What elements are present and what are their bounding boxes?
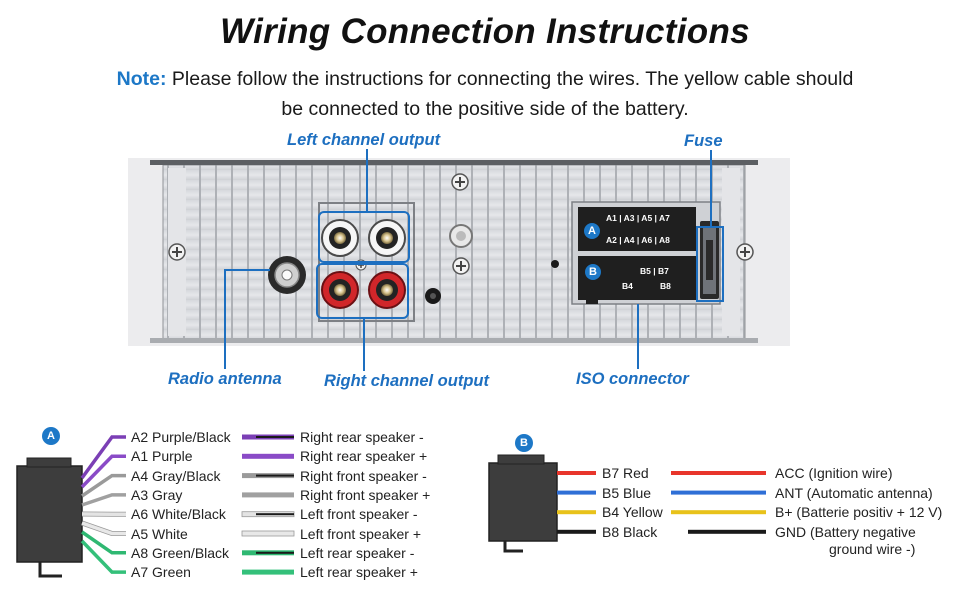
rca-right-red-icon (321, 271, 359, 309)
connector-b-wire-segment (671, 471, 766, 475)
iso-connector (571, 201, 724, 305)
connector-a-function-label: Right rear speaker + (300, 448, 428, 465)
connector-a-wire-segment (242, 453, 294, 459)
connector-a-housing (16, 457, 83, 578)
connector-a-badge-label: A (47, 430, 55, 442)
connector-b-wire-segment (671, 490, 766, 495)
connector-b-badge-label: B (520, 437, 528, 449)
connector-a-function-label: Right rear speaker - (300, 429, 424, 445)
connector-a-wire-stripe (256, 551, 294, 554)
antenna-socket-icon (268, 256, 306, 294)
connector-a-wire (81, 530, 126, 555)
connector-a-wire (81, 473, 126, 498)
connector-a-wire-stripe (256, 474, 294, 477)
connector-b-pin-label: B7 Red (602, 465, 649, 481)
note-label: Note: (116, 68, 167, 90)
connector-a-wire-segment (242, 569, 294, 575)
side-jack-icon (551, 260, 559, 268)
rca-output-block (316, 202, 415, 322)
connector-b-housing (488, 454, 558, 553)
callout-right-channel: Right channel output (324, 372, 489, 390)
connector-a-function-label: Right front speaker + (300, 486, 431, 503)
connector-a-wire-stripe (256, 513, 294, 516)
connector-a-function-label: Left front speaker + (300, 525, 422, 542)
iso-pin-row-4b: B8 (660, 281, 671, 291)
connector-b-wire-segment (688, 529, 766, 534)
iso-pin-row-2: A2 | A4 | A6 | A8 (606, 235, 670, 245)
connector-a-badge (42, 427, 60, 445)
iso-badge-a (584, 223, 600, 239)
connector-a-pin-label: A2 Purple/Black (131, 429, 231, 445)
note-text-line-2: be connected to the positive side of the… (281, 98, 689, 120)
screw-icon (451, 173, 469, 191)
rca-right-red-icon (368, 271, 406, 309)
connector-a-wire-stripe (256, 436, 294, 438)
connector-b-wire (557, 471, 596, 475)
connector-a-function-label: Left front speaker - (300, 506, 418, 523)
screw-icon (452, 257, 470, 275)
callout-left-channel: Left channel output (287, 131, 441, 149)
connector-b-wire (557, 529, 596, 534)
connector-a-wire (80, 454, 126, 489)
iso-pin-row-1: A1 | A3 | A5 | A7 (606, 213, 670, 223)
note-text-line-1: Please follow the instructions for conne… (171, 68, 854, 90)
connector-a-pin-label: A4 Gray/Black (131, 467, 221, 484)
iso-badge-b (585, 264, 601, 280)
instruction-note: Note: Please follow the instructions for… (40, 64, 930, 124)
connector-b-wire (557, 510, 596, 515)
connector-a-function-label: Left rear speaker + (300, 564, 418, 581)
aux-jack-icon (449, 224, 473, 248)
connector-a-pin-label: A7 Green (131, 564, 191, 581)
iso-pin-row-3: B5 | B7 (640, 266, 669, 276)
iso-pin-row-4a: B4 (622, 281, 633, 291)
rca-left-white-icon (321, 219, 359, 257)
connector-b-pin-label: B5 Blue (602, 484, 652, 501)
mic-jack-icon (425, 288, 441, 304)
connector-a-pin-label: A5 White (131, 525, 188, 542)
connector-a-wire (81, 521, 126, 536)
connector-b-function-label-cont: ground wire -) (829, 540, 916, 557)
connector-a-pin-label: A1 Purple (131, 448, 193, 465)
connector-b-function-label: ACC (Ignition wire) (775, 465, 893, 481)
connector-b-function-label: GND (Battery negative (775, 523, 916, 540)
connector-b-wire-segment (671, 510, 766, 515)
connector-a-function-label: Left rear speaker - (300, 544, 415, 561)
connector-a-pin-label: A6 White/Black (131, 506, 226, 523)
connector-b-function-label: B+ (Batterie positiv + 12 V) (775, 504, 943, 521)
connector-b-badge (515, 434, 533, 452)
connector-b-pin-label: B4 Yellow (602, 504, 663, 521)
connector-b-wire (557, 490, 596, 495)
connector-a-function-label: Right front speaker - (300, 467, 427, 484)
connector-b-pin-label: B8 Black (602, 523, 658, 540)
connector-a-wires (80, 434, 295, 575)
callout-radio-antenna: Radio antenna (168, 370, 282, 388)
connector-a-wire-segment (242, 492, 294, 498)
connector-b-function-label: ANT (Automatic antenna) (775, 484, 933, 501)
screw-icon (168, 243, 186, 261)
callout-lines (224, 149, 712, 371)
connector-a-wire (80, 539, 126, 574)
connector-a-wire-segment (241, 530, 295, 537)
page-title: Wiring Connection Instructions (220, 12, 750, 51)
connector-a-pin-label: A3 Gray (131, 486, 183, 503)
iso-badge-a-label: A (588, 225, 596, 237)
callout-fuse: Fuse (684, 132, 723, 150)
rca-left-white-icon (368, 219, 406, 257)
connector-b-wires (557, 471, 766, 534)
connector-a-pin-label: A8 Green/Black (131, 544, 230, 561)
connector-a-wire (81, 493, 126, 507)
iso-badge-b-label: B (589, 266, 597, 278)
screw-icon (736, 243, 754, 261)
callout-iso-connector: ISO connector (576, 370, 689, 388)
connector-a-wire (80, 435, 126, 480)
